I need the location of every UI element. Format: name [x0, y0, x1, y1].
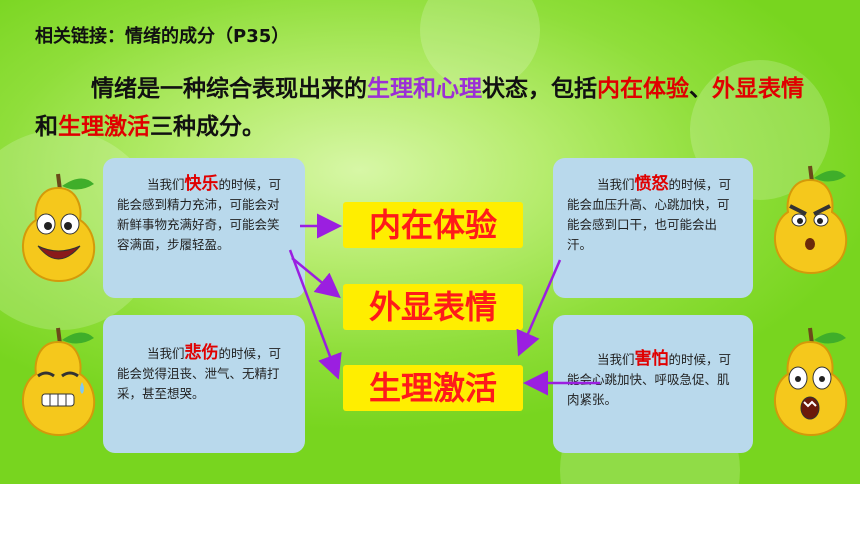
intro-paragraph: 情绪是一种综合表现出来的生理和心理状态，包括内在体验、外显表情和生理激活三种成分…	[35, 75, 804, 140]
afraid-pear-icon	[773, 327, 848, 436]
happy-pear-icon	[21, 173, 96, 282]
highlight-physio-psych: 生理和心理	[367, 75, 482, 102]
card-sad: 当我们悲伤的时候，可能会觉得沮丧、泄气、无精打采，甚至想哭。	[103, 315, 305, 453]
highlight-outer-expression: 外显表情	[712, 75, 804, 102]
badge-outer-expression: 外显表情	[343, 284, 523, 330]
card-angry: 当我们愤怒的时候，可能会血压升高、心跳加快，可能会感到口干，也可能会出汗。	[553, 158, 753, 298]
angry-pear-icon	[773, 165, 848, 274]
arrow-angry-physio	[516, 259, 562, 357]
highlight-inner-experience: 内在体验	[597, 75, 689, 102]
arrow-happy-physio	[288, 249, 342, 380]
badge-physio-activation: 生理激活	[343, 365, 523, 411]
highlight-physio-activation: 生理激活	[58, 113, 150, 140]
card-afraid: 当我们害怕的时候，可能会心跳加快、呼吸急促、肌肉紧张。	[553, 315, 753, 453]
page-title: 相关链接：情绪的成分（P35）	[35, 26, 290, 47]
connector-arrows	[288, 213, 600, 396]
sad-pear-icon	[21, 327, 96, 436]
card-happy: 当我们快乐的时候，可能会感到精力充沛，可能会对新鲜事物充满好奇，可能会笑容满面，…	[103, 158, 305, 298]
badge-inner-experience: 内在体验	[343, 202, 523, 248]
arrow-happy-outer	[291, 257, 341, 299]
